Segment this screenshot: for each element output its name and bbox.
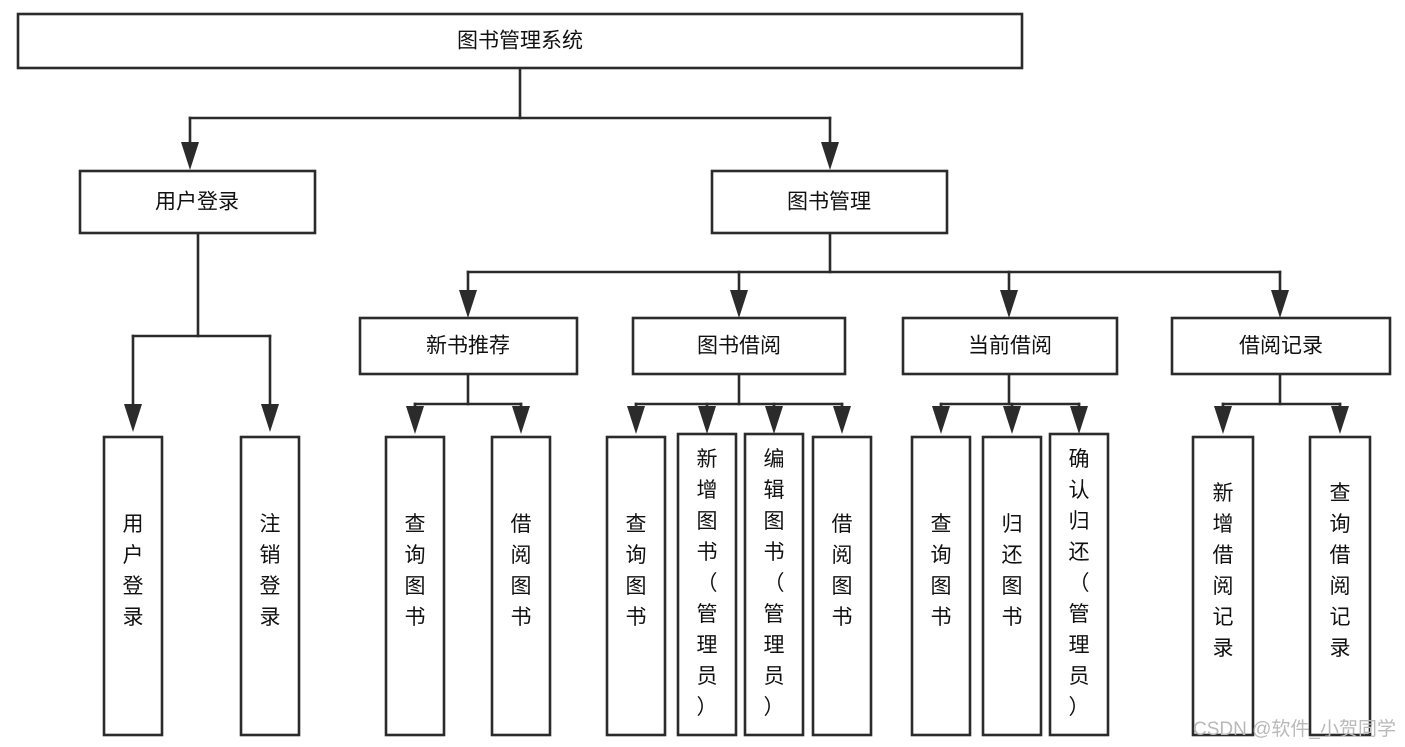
node-newbook[interactable]: 新书推荐 (358, 316, 579, 376)
node-leaf-user-logout[interactable]: 注销登录 (239, 435, 301, 737)
connector-group-newbook (406, 372, 530, 434)
node-leaf-query-book-2[interactable]: 查询图书 (605, 435, 667, 737)
connector-group-login (124, 231, 279, 432)
node-login-label: 用户登录 (155, 191, 239, 214)
arrow-head-borrow (730, 290, 748, 318)
node-leaf-return-book-box[interactable] (981, 435, 1043, 737)
node-root-box[interactable] (16, 12, 1024, 70)
connector-group-borrow (627, 372, 851, 434)
arrow-head-bookmgmt (821, 142, 839, 170)
connector-group-root (181, 66, 839, 170)
node-login-box[interactable] (78, 169, 317, 235)
arrow-head-leaf-edit-book (765, 406, 783, 434)
node-leaf-query-book-1[interactable]: 查询图书 (384, 435, 446, 737)
arrow-head-leaf-query-book-3 (932, 406, 950, 434)
node-records[interactable]: 借阅记录 (1170, 316, 1392, 376)
connector-group-current (932, 372, 1088, 434)
arrow-head-leaf-query-record (1331, 406, 1349, 434)
arrow-head-leaf-confirm-return (1070, 406, 1088, 434)
node-leaf-add-record-box[interactable] (1191, 435, 1255, 737)
node-leaf-borrow-book-1-label: 借阅图书 (511, 513, 532, 629)
node-login[interactable]: 用户登录 (78, 169, 317, 235)
node-leaf-query-book-3-box[interactable] (910, 435, 972, 737)
node-leaf-confirm-return[interactable]: 确认归还（管理员） (1048, 432, 1110, 737)
node-current-box[interactable] (901, 316, 1119, 376)
node-leaf-edit-book-label: 编辑图书（管理员） (764, 448, 785, 719)
node-current[interactable]: 当前借阅 (901, 316, 1119, 376)
arrow-head-leaf-borrow-book-2 (833, 406, 851, 434)
node-newbook-box[interactable] (358, 316, 579, 376)
node-leaf-add-record[interactable]: 新增借阅记录 (1191, 435, 1255, 737)
arrow-head-leaf-return-book (1003, 406, 1021, 434)
node-leaf-query-book-2-label: 查询图书 (626, 513, 647, 629)
node-leaf-borrow-book-1[interactable]: 借阅图书 (490, 435, 552, 737)
connector-group-bookmgmt (459, 230, 1289, 318)
node-leaf-query-record-label: 查询借阅记录 (1330, 482, 1351, 660)
node-leaf-edit-book-box[interactable] (743, 432, 805, 737)
node-leaf-borrow-book-2-box[interactable] (811, 435, 873, 737)
arrow-head-records (1271, 290, 1289, 318)
csdn-watermark: CSDN @软件_小贺同学 (1193, 718, 1396, 740)
node-leaf-user-login[interactable]: 用户登录 (102, 435, 164, 737)
node-root-label: 图书管理系统 (457, 30, 583, 53)
node-leaf-return-book[interactable]: 归还图书 (981, 435, 1043, 737)
node-records-label: 借阅记录 (1239, 335, 1323, 358)
arrow-head-leaf-add-book (698, 406, 716, 434)
node-leaf-add-book[interactable]: 新增图书（管理员） (676, 432, 738, 737)
node-leaf-query-book-2-box[interactable] (605, 435, 667, 737)
arrow-head-leaf-query-book-2 (627, 406, 645, 434)
arrow-head-leaf-add-record (1214, 406, 1232, 434)
node-leaf-borrow-book-2[interactable]: 借阅图书 (811, 435, 873, 737)
node-leaf-confirm-return-label: 确认归还（管理员） (1069, 448, 1090, 719)
node-records-box[interactable] (1170, 316, 1392, 376)
node-bookmgmt-box[interactable] (710, 169, 949, 235)
node-leaf-query-book-1-label: 查询图书 (405, 513, 426, 629)
node-leaf-user-login-label: 用户登录 (123, 513, 144, 629)
node-leaf-add-record-label: 新增借阅记录 (1213, 482, 1234, 660)
node-leaf-add-book-box[interactable] (676, 432, 738, 737)
node-leaf-add-book-label: 新增图书（管理员） (697, 448, 718, 719)
node-leaf-user-logout-box[interactable] (239, 435, 301, 737)
node-leaf-user-logout-label: 注销登录 (260, 513, 281, 629)
node-leaf-borrow-book-1-box[interactable] (490, 435, 552, 737)
node-leaf-query-record[interactable]: 查询借阅记录 (1308, 435, 1372, 737)
node-bookmgmt-label: 图书管理 (787, 191, 871, 214)
node-leaf-confirm-return-box[interactable] (1048, 432, 1110, 737)
arrow-head-leaf-user-login (124, 404, 142, 432)
node-bookmgmt[interactable]: 图书管理 (710, 169, 949, 235)
connector-group-records (1214, 372, 1349, 434)
node-leaf-user-login-box[interactable] (102, 435, 164, 737)
node-leaf-query-record-box[interactable] (1308, 435, 1372, 737)
node-leaf-borrow-book-2-label: 借阅图书 (832, 513, 853, 629)
arrow-head-leaf-user-logout (261, 404, 279, 432)
node-leaf-query-book-1-box[interactable] (384, 435, 446, 737)
node-root[interactable]: 图书管理系统 (16, 12, 1024, 70)
node-newbook-label: 新书推荐 (426, 335, 510, 358)
node-borrow-box[interactable] (631, 316, 847, 376)
node-leaf-edit-book[interactable]: 编辑图书（管理员） (743, 432, 805, 737)
node-leaf-query-book-3-label: 查询图书 (931, 513, 952, 629)
arrow-head-leaf-borrow-book-1 (512, 406, 530, 434)
node-borrow-label: 图书借阅 (697, 335, 781, 358)
node-current-label: 当前借阅 (968, 335, 1052, 358)
node-leaf-return-book-label: 归还图书 (1002, 513, 1023, 629)
arrow-head-login (181, 142, 199, 170)
node-borrow[interactable]: 图书借阅 (631, 316, 847, 376)
arrow-head-leaf-query-book-1 (406, 406, 424, 434)
arrow-head-current (1000, 290, 1018, 318)
node-leaf-query-book-3[interactable]: 查询图书 (910, 435, 972, 737)
arrow-head-newbook (459, 290, 477, 318)
